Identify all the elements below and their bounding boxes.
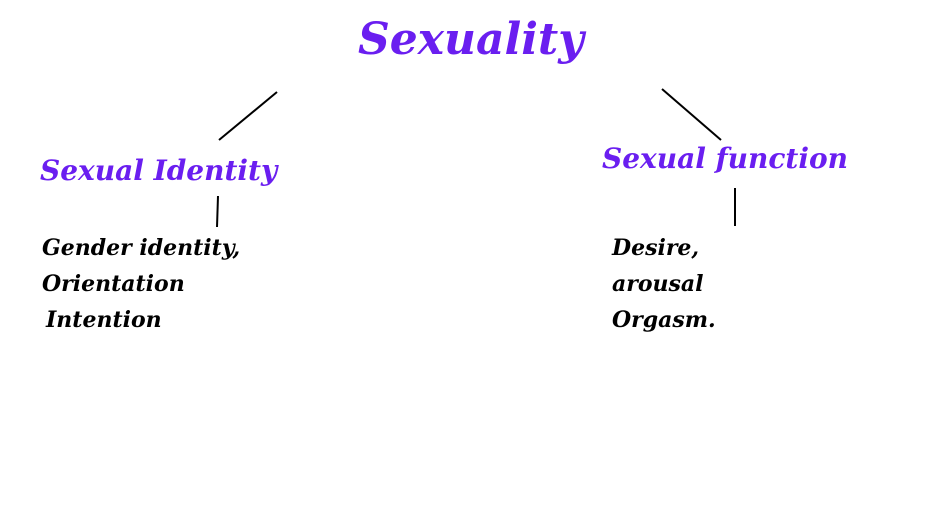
connector-line (661, 88, 722, 141)
right-item: arousal (612, 271, 704, 297)
left-item: Orientation (42, 271, 185, 297)
diagram-title: Sexuality (358, 14, 584, 65)
connector-line (218, 91, 278, 141)
left-item: Gender identity, (42, 235, 241, 261)
connector-line (216, 195, 219, 228)
right-item: Orgasm. (612, 307, 716, 333)
right-heading: Sexual function (602, 142, 849, 175)
left-heading: Sexual Identity (40, 154, 278, 187)
right-item: Desire, (612, 235, 700, 261)
left-item: Intention (46, 307, 162, 333)
